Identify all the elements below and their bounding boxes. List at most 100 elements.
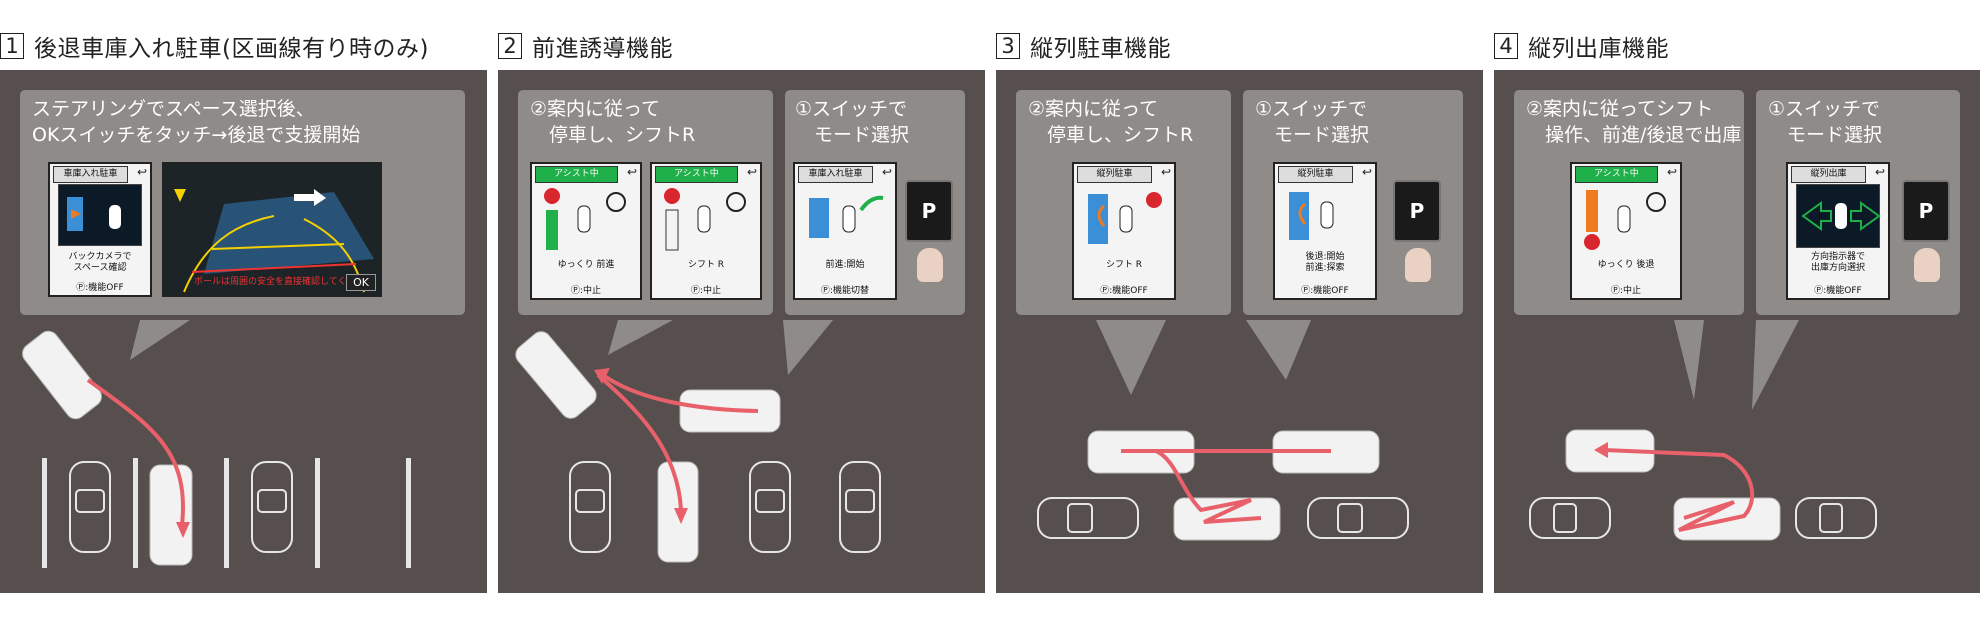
car-top-icon: [67, 197, 121, 231]
parking-assist-switch[interactable]: P: [1393, 180, 1441, 242]
instruction-text: ①スイッチで モード選択: [1768, 98, 1883, 146]
top-view: [1580, 184, 1672, 254]
parked-car-outline: [251, 461, 293, 553]
parking-assist-switch[interactable]: P: [905, 180, 953, 242]
screen-title: 縦列駐車: [1278, 166, 1353, 183]
parked-car-outline: [1795, 497, 1877, 539]
car-top-icon: [1088, 192, 1162, 244]
path-arrow: [601, 373, 759, 413]
screen-caption: ゆっくり 後退: [1597, 260, 1655, 270]
lane-line: [42, 458, 47, 568]
bubble-tail: [1096, 320, 1166, 395]
back-icon: ↩: [1666, 165, 1677, 179]
parked-car-outline: [749, 461, 791, 553]
section-number: 4: [1494, 33, 1518, 59]
screen-footer: Ⓟ:機能OFF: [1100, 286, 1148, 296]
back-icon: ↩: [881, 165, 892, 179]
camera-warning: ポールは周囲の安全を直接確認してください: [194, 277, 374, 287]
section-title: 縦列出庫機能: [1528, 36, 1669, 62]
bubble-tail: [1674, 320, 1704, 400]
ego-car: [22, 330, 102, 420]
section-header-2: 2 前進誘導機能: [498, 28, 673, 64]
screen-title: 車庫入れ駐車: [798, 166, 873, 183]
screen-caption: 後退:開始 前進:探索: [1305, 252, 1345, 273]
parking-scene: [515, 320, 881, 563]
display-screen: 車庫入れ駐車 ↩ バックカメラで スペース確認 Ⓟ:機能OFF: [48, 162, 152, 297]
guidance-icon: [664, 188, 746, 251]
screen-footer: Ⓟ:中止: [570, 286, 602, 296]
screen-title: 縦列駐車: [1077, 166, 1152, 183]
panel-parallel-exit: ②案内に従ってシフト 操作、前進/後退で出庫 アシスト中 ↩ ゆっくり 後退 Ⓟ…: [1494, 70, 1980, 593]
back-icon: ↩: [1874, 165, 1885, 179]
screen-caption: 方向指示器で 出庫方向選択: [1810, 252, 1865, 273]
screen-title: アシスト中: [535, 166, 618, 183]
arrow-head: [674, 508, 688, 524]
path-arrow: [596, 373, 683, 511]
instruction-text: ①スイッチで モード選択: [1255, 98, 1370, 146]
bubble-tail: [1246, 320, 1311, 380]
screen-caption: シフト R: [687, 260, 725, 270]
top-view: [58, 184, 142, 246]
back-camera-view: ポールは周囲の安全を直接確認してください OK: [162, 162, 382, 297]
back-icon: ↩: [746, 165, 757, 179]
back-icon: ↩: [1160, 165, 1171, 179]
screen-footer: Ⓟ:中止: [690, 286, 722, 296]
lane-line: [133, 458, 138, 568]
screen-caption: ゆっくり 前進: [557, 260, 615, 270]
parking-scene: [22, 320, 411, 568]
bubble-tail: [1752, 320, 1799, 410]
parking-assist-switch[interactable]: P: [1902, 180, 1950, 242]
screen-footer: Ⓟ:機能OFF: [1301, 286, 1349, 296]
instruction-bubble: ①スイッチで モード選択 縦列出庫 ↩ 方向指示器で 出庫方向選択 Ⓟ:機能OF…: [1756, 90, 1960, 315]
ok-button[interactable]: OK: [346, 274, 376, 291]
lane-line: [224, 458, 229, 568]
screen-footer: Ⓟ:中止: [1610, 286, 1642, 296]
back-icon: ↩: [1361, 165, 1372, 179]
instruction-text: ②案内に従って 停車し、シフトR: [1028, 98, 1194, 146]
display-screen: 縦列駐車 ↩ シフト R Ⓟ:機能OFF: [1072, 162, 1176, 300]
screen-footer: Ⓟ:機能OFF: [1814, 286, 1862, 296]
ego-car: [149, 464, 193, 566]
section-number: 3: [996, 33, 1020, 59]
instruction-bubble: ステアリングでスペース選択後、 OKスイッチをタッチ→後退で支援開始 車庫入れ駐…: [20, 90, 465, 315]
section-header-3: 3 縦列駐車機能: [996, 28, 1171, 64]
top-view: [1283, 184, 1367, 246]
bubble-tail: [608, 320, 673, 355]
parked-car-outline: [1529, 497, 1611, 539]
top-view: [1796, 184, 1881, 248]
screen-caption: 前進:開始: [825, 260, 865, 270]
top-view: [1082, 184, 1166, 254]
camera-guide-lines: [174, 189, 374, 293]
top-view: [803, 184, 887, 254]
display-screen: 縦列駐車 ↩ 後退:開始 前進:探索 Ⓟ:機能OFF: [1273, 162, 1377, 300]
guidance-icon: [544, 188, 626, 250]
guidance-icon: [1584, 190, 1666, 250]
arrow-head: [1594, 442, 1608, 458]
path-arrow: [1603, 448, 1755, 532]
screen-title: アシスト中: [655, 166, 738, 183]
finger-icon: [1914, 248, 1940, 282]
instruction-bubble: ①スイッチで モード選択 車庫入れ駐車 ↩ 前進:開始 Ⓟ:機能切替 P: [785, 90, 965, 315]
parking-scene: [1529, 320, 1877, 541]
screen-title: 車庫入れ駐車: [53, 166, 128, 183]
finger-icon: [1405, 248, 1431, 282]
top-view: [660, 184, 752, 254]
path-arrow: [86, 378, 185, 526]
section-title: 後退車庫入れ駐車(区画線有り時のみ): [34, 36, 429, 62]
screen-footer: Ⓟ:機能切替: [820, 286, 870, 296]
instruction-bubble: ②案内に従ってシフト 操作、前進/後退で出庫 アシスト中 ↩ ゆっくり 後退 Ⓟ…: [1514, 90, 1744, 315]
direction-indicator-icon: [1801, 201, 1881, 231]
screen-footer: Ⓟ:機能OFF: [76, 283, 124, 293]
display-screen: 車庫入れ駐車 ↩ 前進:開始 Ⓟ:機能切替: [793, 162, 897, 300]
panel-parallel-parking: ②案内に従って 停車し、シフトR 縦列駐車 ↩ シフト R Ⓟ:機能OFF ①ス…: [996, 70, 1483, 593]
back-icon: ↩: [136, 165, 147, 179]
bubble-tail: [130, 320, 190, 360]
parked-car-outline: [69, 461, 111, 553]
screen-caption: シフト R: [1105, 260, 1143, 270]
arrow-head: [176, 522, 190, 538]
ego-car: [515, 331, 597, 419]
screen-title: アシスト中: [1575, 166, 1658, 183]
parked-car-outline: [569, 461, 611, 553]
instruction-text: ②案内に従ってシフト 操作、前進/後退で出庫: [1526, 98, 1742, 146]
section-title: 縦列駐車機能: [1030, 36, 1171, 62]
